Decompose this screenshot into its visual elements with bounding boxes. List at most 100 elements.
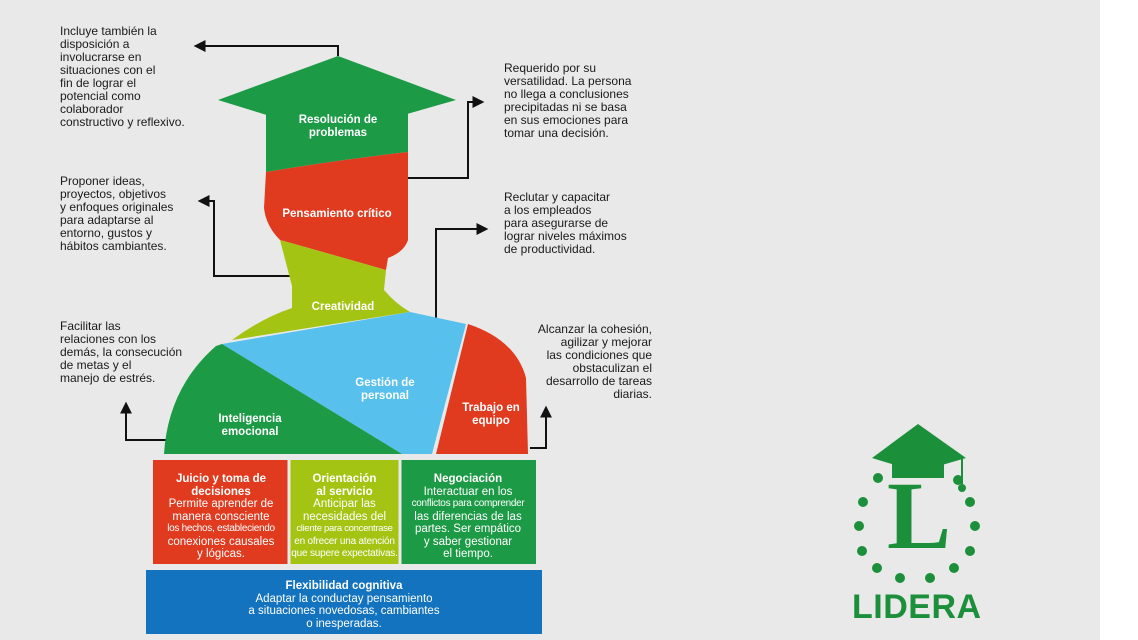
note-resolucion-l4: situaciones con el [60,63,156,77]
connector-arrows [120,40,552,449]
note-inteligencia-l3: demás, la consecución [60,345,183,359]
label-gestion: Gestión de personal [340,377,430,403]
note-trabajo-l6: diarias. [613,387,652,401]
logo-wordmark: LIDERA [852,588,982,626]
box-juicio: Juicio y toma de decisiones Permite apre… [153,462,289,564]
arrow-trabajo [530,405,552,449]
box-flexibilidad-desc-l1: Adaptar la conductay pensamiento [255,592,433,605]
chest [222,312,466,454]
box-orientacion-desc-l1: Anticipar las [313,498,376,510]
note-creatividad-l5: entorno, gustos y [60,226,153,240]
box-orientacion-title-l1: Orientación [312,473,377,485]
label-trabajo-l1: Trabajo en [462,402,520,414]
note-creatividad-l2: proyectos, objetivos [60,187,167,201]
note-trabajo-l5: desarrollo de tareas [545,374,652,388]
box-negociacion-desc-l5: y saber gestionar [423,535,513,548]
cap-top [218,56,456,116]
logo-cap-icon [872,424,966,472]
note-resolucion-l6: potencial como [60,89,141,103]
box-juicio-desc-l2: manera consciente [172,510,270,523]
box-orientacion-title-l2: al servicio [316,485,373,498]
box-juicio-desc-l1: Permite aprender de [168,498,274,510]
left-shoulder [164,344,402,454]
label-gestion-l2: personal [361,390,409,402]
note-gestion-l5: de productividad. [504,242,596,256]
note-gestion-l2: a los empleados [504,203,592,217]
arrow-creatividad [197,195,292,277]
face [264,152,408,270]
arrow-pensamiento [408,96,485,179]
lidera-logo-icon [854,424,980,583]
note-resolucion: Incluye también la disposición a involuc… [60,25,210,129]
note-creatividad-l3: y enfoques originales [60,200,174,214]
note-gestion-l1: Reclutar y capacitar [504,190,611,204]
box-juicio-title-l2: decisiones [191,485,251,498]
note-pensamiento-l1: Requerido por su [504,61,597,75]
note-resolucion-l1: Incluye también la [60,24,157,38]
box-juicio-title-l1: Juicio y toma de [175,473,267,485]
note-inteligencia-l4: de metas y el [60,358,132,372]
neck [232,240,410,340]
box-orientacion-desc-l2: necesidades del [302,510,387,523]
note-resolucion-l2: disposición a [60,37,130,51]
note-creatividad-l4: para adaptarse al [60,213,154,227]
note-inteligencia-l5: manejo de estrés. [60,371,156,385]
label-resolucion-l2: problemas [308,127,368,139]
box-orientacion-desc-l4: en ofrecer una atención [294,535,395,547]
box-negociacion-desc-l1: Interactuar en los [423,485,513,498]
note-creatividad-l1: Proponer ideas, [60,174,145,188]
label-pensamiento: Pensamiento crítico [282,208,392,220]
note-resolucion-l8: constructivo y reflexivo. [60,115,185,129]
note-inteligencia-l2: relaciones con los [60,332,157,346]
logo-dots [854,473,980,583]
box-flexibilidad-desc: Adaptar la conductay pensamiento a situa… [152,593,536,631]
label-trabajo-l2: equipo [472,415,510,427]
note-pensamiento-l2: versatilidad. La persona [504,74,632,88]
box-negociacion-bg [400,460,536,564]
note-pensamiento-l4: precipitadas ni se basa [504,100,627,114]
arrow-inteligencia [120,401,166,441]
box-orientacion-desc-l5: que supere expectativas. [291,548,398,559]
label-resolucion: Resolución de problemas [280,114,396,140]
note-trabajo-l2: agilizar y mejorar [560,335,652,349]
note-pensamiento-l3: no llega a conclusiones [504,87,629,101]
note-inteligencia: Facilitar las relaciones con los demás, … [60,320,200,385]
box-orientacion-desc: Anticipar las necesidades del cliente pa… [291,498,398,561]
box-negociacion: Negociación Interactuar en los conflicto… [400,462,536,564]
label-gestion-l1: Gestión de [355,377,415,389]
box-orientacion-desc-l3: cliente para concentrase [296,523,393,534]
note-gestion-l3: para asegurarse de [504,216,609,230]
arrow-resolucion [193,40,339,56]
box-negociacion-title: Negociación [433,473,503,485]
label-inteligencia-l2: emocional [221,426,279,438]
box-negociacion-desc: Interactuar en los conflictos para compr… [406,486,530,561]
figure-illustration [120,40,980,634]
arrow-gestion [435,223,489,318]
box-juicio-desc: Permite aprender de manera consciente lo… [159,498,283,561]
box-flexibilidad-title: Flexibilidad cognitiva [285,580,403,592]
note-gestion-l4: lograr niveles máximos [504,229,627,243]
label-trabajo: Trabajo en equipo [450,402,532,428]
right-shoulder [436,324,528,454]
note-creatividad-l6: hábitos cambiantes. [60,239,167,253]
note-inteligencia-l1: Facilitar las [60,319,121,333]
box-negociacion-desc-l3: las diferencias de las [414,510,522,523]
box-orientacion-bg [289,460,400,564]
box-juicio-desc-l3: los hechos, estableciendo [167,523,275,534]
box-orientacion: Orientación al servicio Anticipar las ne… [289,462,400,564]
box-flexibilidad: Flexibilidad cognitiva Adaptar la conduc… [146,572,542,634]
note-resolucion-l7: colaborador [60,102,124,116]
box-flexibilidad-desc-l2: a situaciones novedosas, cambiantes [248,605,440,617]
note-trabajo-l1: Alcanzar la cohesión, [537,322,652,336]
logo-letter: L [886,462,952,569]
box-flexibilidad-desc-l3: o inesperadas. [306,617,382,630]
note-pensamiento-l5: en sus emociones para [504,113,629,127]
label-resolucion-l1: Resolución de [298,114,378,126]
note-resolucion-l5: fin de lograr el [60,76,137,90]
note-trabajo-l4: obstaculizan el [572,361,652,375]
cap-body [266,112,408,172]
box-negociacion-desc-l6: el tiempo. [443,548,493,560]
box-negociacion-desc-l2: conflictos para comprender [411,498,525,509]
note-creatividad: Proponer ideas, proyectos, objetivos y e… [60,175,200,253]
box-juicio-bg [153,460,289,564]
